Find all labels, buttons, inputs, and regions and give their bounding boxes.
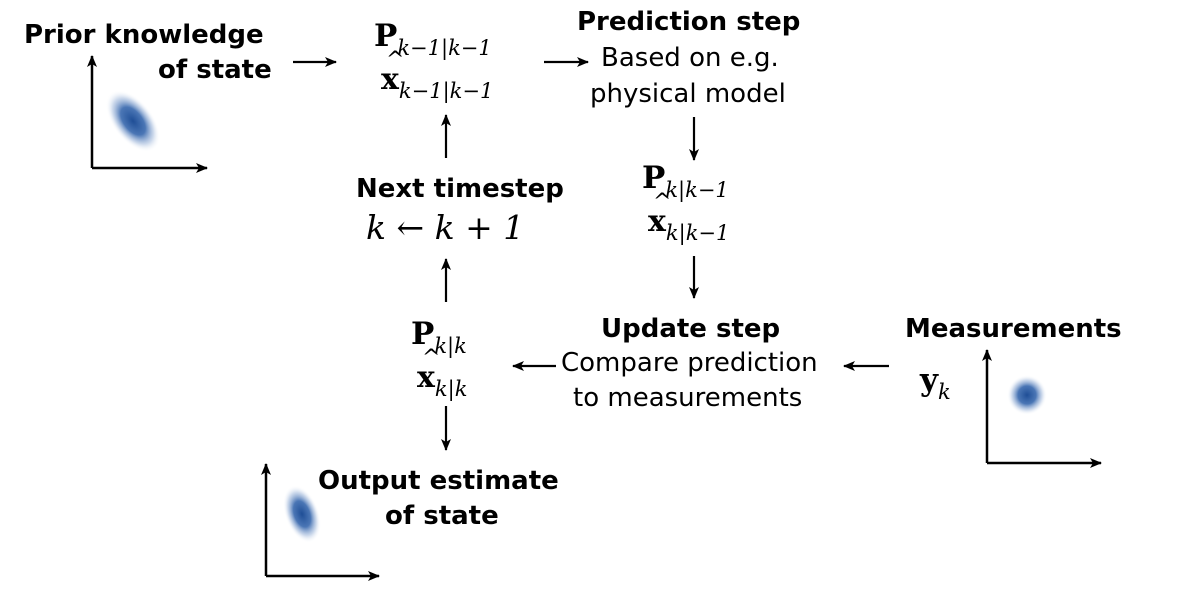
measurement-distribution-blob	[1007, 375, 1047, 415]
covariance-symbol: P	[374, 18, 398, 54]
state-prev-estimate: xk−1|k−1	[381, 48, 494, 103]
estimate-symbol: x	[381, 48, 404, 97]
prediction-step-line2: physical model	[590, 79, 786, 109]
next-timestep-update: k ← k + 1	[366, 208, 524, 247]
assign-arrow: ←	[396, 208, 425, 247]
prior-label-line1: Prior knowledge	[24, 20, 264, 50]
measurement-symbol: y	[920, 362, 939, 398]
next-timestep-title: Next timestep	[356, 174, 564, 204]
covariance-symbol: P	[411, 316, 435, 352]
estimate-subscript: k|k	[434, 377, 468, 401]
state-pred-covariance: Pk|k−1	[642, 160, 729, 202]
output-label-line2: of state	[385, 501, 499, 531]
output-distribution-blob	[283, 485, 321, 543]
prior-label-line2: of state	[158, 55, 272, 85]
estimate-subscript: k|k−1	[665, 221, 730, 245]
k-plus-one: k + 1	[434, 208, 525, 247]
state-post-estimate: xk|k	[417, 346, 468, 401]
prediction-step-line1: Based on e.g.	[601, 43, 779, 73]
k-symbol: k	[366, 208, 386, 247]
measurement-vector: yk	[920, 362, 951, 404]
measurement-plot	[982, 349, 1102, 468]
measurement-subscript: k	[938, 380, 951, 404]
estimate-symbol: x	[648, 190, 671, 239]
estimate-subscript: k−1|k−1	[398, 79, 494, 103]
prediction-step-title: Prediction step	[577, 7, 801, 37]
covariance-symbol: P	[642, 160, 666, 196]
state-pred-estimate: xk|k−1	[648, 190, 730, 245]
update-step-line1: Compare prediction	[561, 348, 818, 378]
update-step-line2: to measurements	[573, 383, 803, 413]
covariance-subscript: k−1|k−1	[397, 36, 492, 60]
output-state-plot	[261, 463, 380, 581]
update-step-title: Update step	[601, 314, 781, 344]
output-label-line1: Output estimate	[318, 466, 559, 496]
prior-distribution-blob	[105, 90, 161, 152]
state-post-covariance: Pk|k	[411, 316, 467, 358]
measurements-title: Measurements	[905, 314, 1122, 344]
estimate-symbol: x	[417, 346, 440, 395]
state-prev-covariance: Pk−1|k−1	[374, 18, 492, 60]
covariance-subscript: k|k−1	[665, 178, 729, 202]
prior-state-plot	[87, 55, 208, 173]
